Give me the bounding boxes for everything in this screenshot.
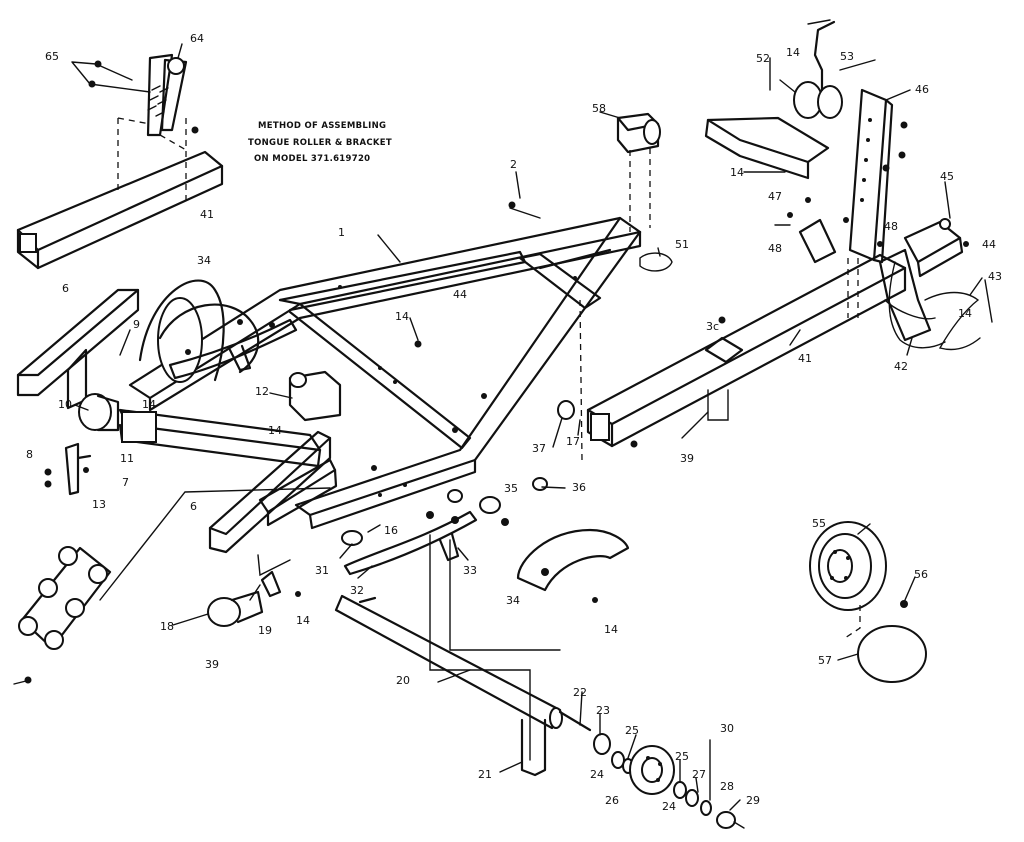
hub-assembly (593, 733, 736, 829)
left-spring (168, 318, 298, 380)
label-22: 22 (573, 686, 587, 699)
label-65: 65 (45, 50, 59, 63)
label-25-inner: 25 (625, 724, 639, 737)
label-39: 39 (680, 452, 694, 465)
label-3c: 3c (706, 320, 719, 333)
label-11: 11 (120, 452, 134, 465)
label-30: 30 (720, 722, 734, 735)
label-23: 23 (596, 704, 610, 717)
label-53: 53 (840, 50, 854, 63)
label-20: 20 (396, 674, 410, 687)
label-46: 46 (915, 83, 929, 96)
label-33: 33 (463, 564, 477, 577)
label-24-inner: 24 (590, 768, 604, 781)
label-29: 29 (746, 794, 760, 807)
light-bracket-8 (44, 442, 92, 496)
tail-light-18 (207, 590, 264, 627)
label-31: 31 (315, 564, 329, 577)
label-13: 13 (92, 498, 106, 511)
label-14-winch: 14 (786, 46, 800, 59)
label-51: 51 (675, 238, 689, 251)
label-59: 39 (205, 658, 219, 671)
label-7: 7 (122, 476, 129, 489)
label-14-stand: 14 (730, 166, 744, 179)
label-25-outer: 25 (675, 750, 689, 763)
leader-lines (74, 57, 993, 829)
label-14-tube: 14 (142, 398, 156, 411)
label-8: 8 (26, 448, 33, 461)
label-28: 28 (720, 780, 734, 793)
label-55: 55 (812, 517, 826, 530)
left-wheel (138, 279, 260, 383)
label-6-upper: 6 (62, 282, 69, 295)
tongue-roller-bracket-inset (16, 43, 224, 270)
label-2: 2 (510, 158, 517, 171)
label-42: 42 (894, 360, 908, 373)
label-45: 45 (940, 170, 954, 183)
label-12: 12 (255, 385, 269, 398)
coupler-assembly (774, 197, 981, 351)
caption-line-3: ON MODEL 371.619720 (254, 154, 370, 164)
bunk-board-lower (208, 430, 332, 554)
label-14-chain: 14 (958, 307, 972, 320)
label-52: 52 (756, 52, 770, 65)
label-47: 47 (768, 190, 782, 203)
spare-wheel (809, 521, 927, 683)
label-37: 37 (532, 442, 546, 455)
caption-line-1: METHOD OF ASSEMBLING (258, 121, 386, 131)
label-34-left: 34 (197, 254, 211, 267)
label-34-right: 34 (506, 594, 520, 607)
label-27: 27 (692, 768, 706, 781)
label-14-light: 14 (296, 614, 310, 627)
label-35: 35 (504, 482, 518, 495)
label-44-frame: 44 (453, 288, 467, 301)
trailer-frame (118, 216, 642, 530)
label-17: 17 (566, 435, 580, 448)
winch (704, 19, 908, 180)
label-43: 43 (988, 270, 1002, 283)
label-10: 10 (58, 398, 72, 411)
label-48-coupler: 48 (884, 220, 898, 233)
winch-stand (847, 88, 894, 318)
caption-line-2: TONGUE ROLLER & BRACKET (248, 138, 392, 148)
label-36: 36 (572, 481, 586, 494)
label-9: 9 (133, 318, 140, 331)
right-fender (516, 528, 630, 603)
label-1: 1 (338, 226, 345, 239)
label-57: 57 (818, 654, 832, 667)
label-41-inset: 41 (200, 208, 214, 221)
label-14-fender: 14 (604, 623, 618, 636)
spring-hanger-13 (13, 546, 112, 685)
keel-roller-58 (616, 112, 673, 272)
leaf-spring-32 (343, 496, 509, 576)
part-labels: 64 65 41 6 34 1 2 44 9 14 12 14 10 14 11… (26, 32, 1002, 813)
label-21: 21 (478, 768, 492, 781)
label-18: 18 (160, 620, 174, 633)
label-41-tongue: 41 (798, 352, 812, 365)
label-19: 19 (258, 624, 272, 637)
label-6-lower: 6 (190, 500, 197, 513)
bunk-board-upper (16, 288, 140, 410)
label-56: 56 (914, 568, 928, 581)
tongue-tube (579, 253, 907, 461)
label-14-frame: 14 (395, 310, 409, 323)
label-26: 26 (605, 794, 619, 807)
axle (334, 594, 592, 777)
label-24-outer: 24 (662, 800, 676, 813)
label-16: 16 (384, 524, 398, 537)
label-44-coupler: 44 (982, 238, 996, 251)
label-64: 64 (190, 32, 204, 45)
label-58: 58 (592, 102, 606, 115)
assembly-caption: METHOD OF ASSEMBLING TONGUE ROLLER & BRA… (248, 121, 392, 164)
label-32: 32 (350, 584, 364, 597)
tail-light-10 (78, 393, 120, 432)
label-14-hanger: 14 (268, 424, 282, 437)
label-48-jack: 48 (768, 242, 782, 255)
